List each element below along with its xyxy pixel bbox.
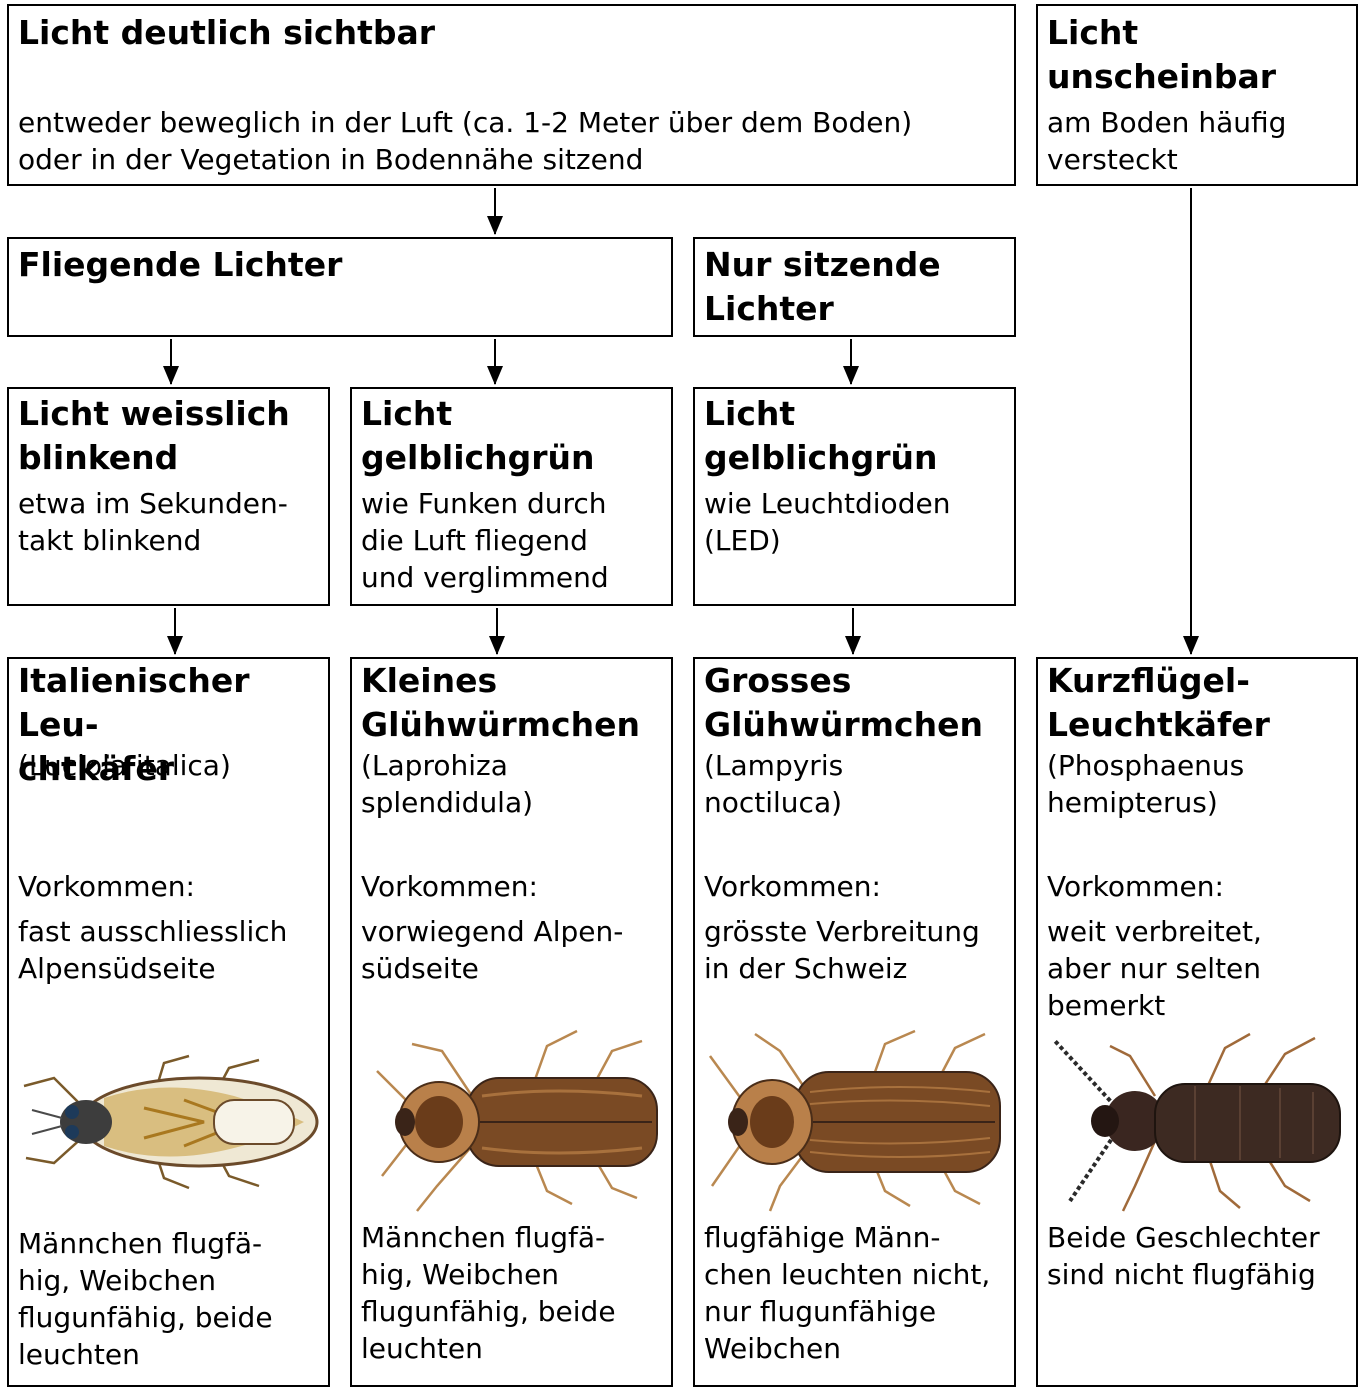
box-only-sitting-lights: Nur sitzende Lichter [693, 237, 1016, 337]
species-latin-name: (Lampyris noctiluca) [704, 747, 843, 821]
occurrence-text: fast ausschliesslich Alpensüdseite [18, 913, 287, 987]
species-latin-name: (Luciola italica) [18, 747, 231, 784]
arrow-down-icon [167, 608, 183, 655]
occurrence-label: Vorkommen: [361, 868, 538, 905]
occurrence-text: vorwiegend Alpen- südseite [361, 913, 623, 987]
luciola-italica-illustration [14, 1048, 324, 1198]
box-description: wie Leuchtdioden (LED) [704, 485, 950, 559]
occurrence-text: grösste Verbreitung in der Schweiz [704, 913, 980, 987]
arrow-down-icon [163, 339, 179, 385]
box-light-clearly-visible: Licht deutlich sichtbar entweder bewegli… [7, 4, 1016, 186]
box-title: Licht weisslich blinkend [18, 392, 290, 480]
arrow-down-icon [843, 339, 859, 385]
occurrence-label: Vorkommen: [704, 868, 881, 905]
species-note: Männchen flugfä- hig, Weibchen flugunfäh… [361, 1219, 616, 1367]
species-note: Männchen flugfä- hig, Weibchen flugunfäh… [18, 1225, 273, 1373]
box-light-yellow-green-led: Licht gelblichgrün wie Leuchtdioden (LED… [693, 387, 1016, 606]
box-description: entweder beweglich in der Luft (ca. 1-2 … [18, 104, 912, 178]
species-latin-name: (Phosphaenus hemipterus) [1047, 747, 1244, 821]
occurrence-label: Vorkommen: [18, 868, 195, 905]
phosphaenus-hemipterus-illustration [1045, 1026, 1345, 1216]
arrow-down-icon [487, 339, 503, 385]
box-light-yellow-green-flying: Licht gelblichgrün wie Funken durch die … [350, 387, 673, 606]
species-latin-name: (Laprohiza splendidula) [361, 747, 533, 821]
box-title: Licht deutlich sichtbar [18, 11, 435, 55]
occurrence-text: weit verbreitet, aber nur selten bemerkt [1047, 913, 1262, 1024]
lampyris-noctiluca-illustration [700, 1026, 1010, 1216]
occurrence-label: Vorkommen: [1047, 868, 1224, 905]
box-title: Fliegende Lichter [18, 243, 342, 287]
box-title: Nur sitzende Lichter [704, 243, 941, 331]
box-light-white-blinking: Licht weisslich blinkend etwa im Sekunde… [7, 387, 330, 606]
box-description: am Boden häufig versteckt [1047, 104, 1286, 178]
species-note: Beide Geschlechter sind nicht flugfähig [1047, 1219, 1320, 1293]
box-light-inconspicuous: Licht unscheinbar am Boden häufig verste… [1036, 4, 1358, 186]
box-species-phosphaenus-hemipterus: Kurzflügel- Leuchtkäfer (Phosphaenus hem… [1036, 657, 1358, 1387]
box-species-luciola-italica: Italienischer Leu- chtkäfer (Luciola ita… [7, 657, 330, 1387]
arrow-down-icon [489, 608, 505, 655]
box-species-lampyris-noctiluca: Grosses Glühwürmchen (Lampyris noctiluca… [693, 657, 1016, 1387]
species-name: Kleines Glühwürmchen [361, 659, 640, 747]
box-title: Licht gelblichgrün [704, 392, 938, 480]
box-species-lamprohiza-splendidula: Kleines Glühwürmchen (Laprohiza splendid… [350, 657, 673, 1387]
arrow-down-icon [1183, 188, 1199, 655]
arrow-down-icon [487, 188, 503, 235]
species-name: Grosses Glühwürmchen [704, 659, 983, 747]
lamprohiza-splendidula-illustration [357, 1026, 667, 1216]
box-flying-lights: Fliegende Lichter [7, 237, 673, 337]
box-description: etwa im Sekunden- takt blinkend [18, 485, 288, 559]
species-note: flugfähige Männ- chen leuchten nicht, nu… [704, 1219, 990, 1367]
arrow-down-icon [845, 608, 861, 655]
species-name: Kurzflügel- Leuchtkäfer [1047, 659, 1270, 747]
box-description: wie Funken durch die Luft fliegend und v… [361, 485, 609, 596]
box-title: Licht gelblichgrün [361, 392, 595, 480]
box-title: Licht unscheinbar [1047, 11, 1276, 99]
